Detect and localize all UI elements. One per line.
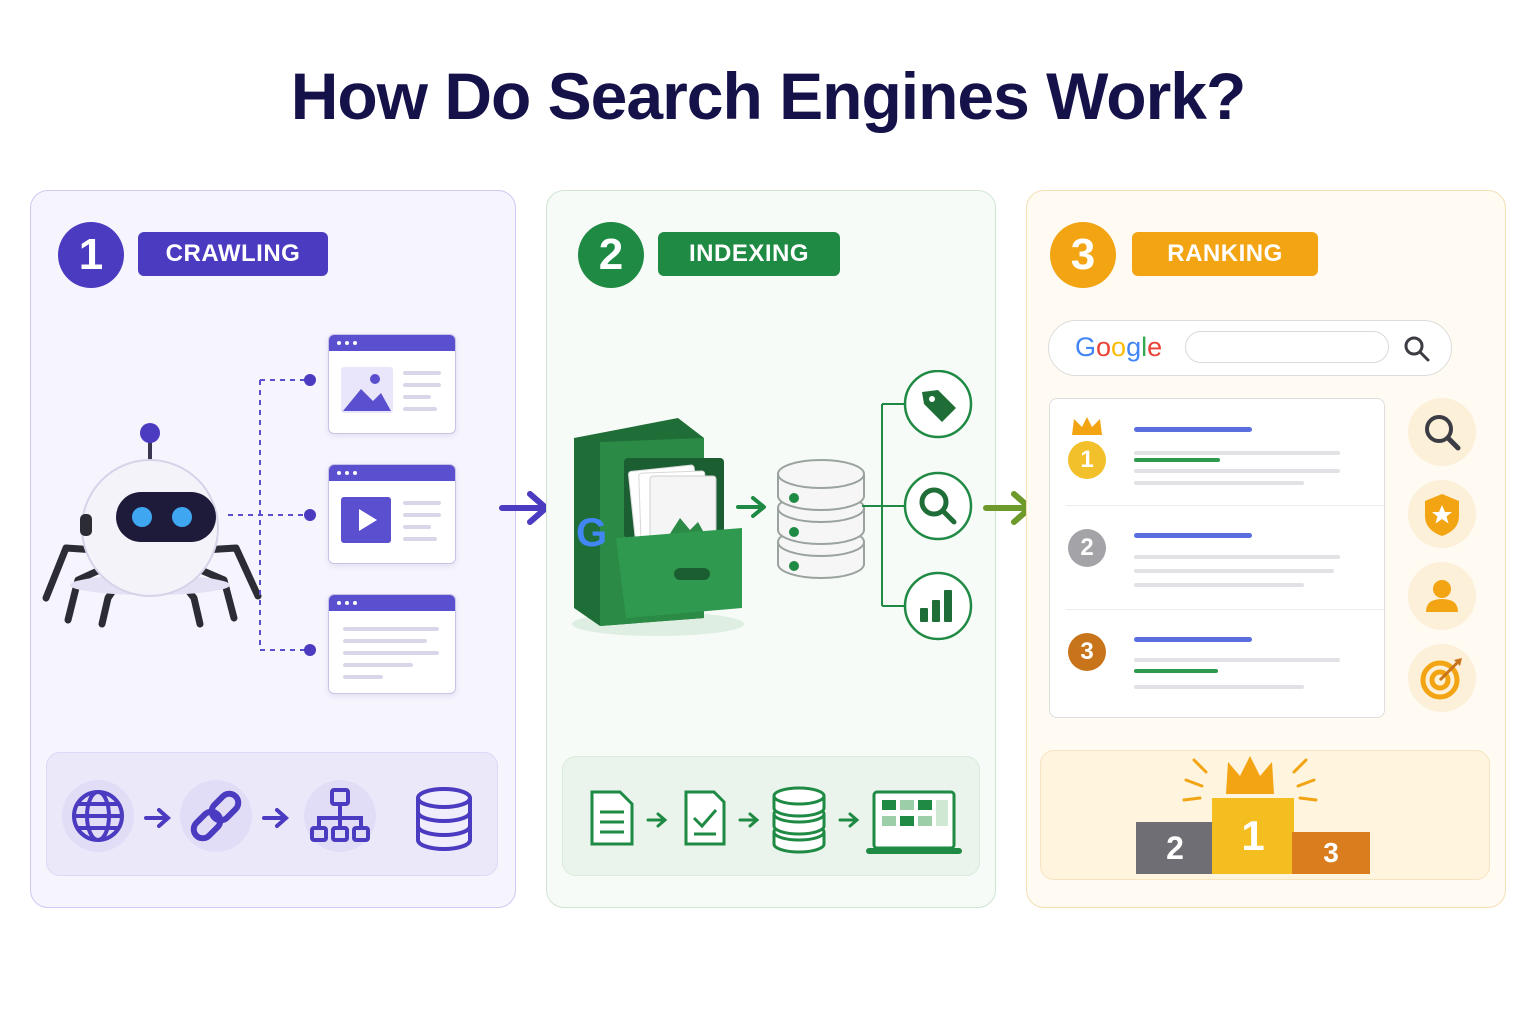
result-text-line — [1134, 658, 1340, 662]
result-url-line — [1134, 669, 1218, 673]
webpage-video-icon — [328, 464, 456, 564]
webpage-image-icon — [328, 334, 456, 434]
arrow-right-icon — [736, 496, 766, 518]
step-3-label: RANKING — [1132, 232, 1318, 276]
result-title-line — [1134, 533, 1252, 538]
database-icon — [777, 459, 865, 579]
step-2-number: 2 — [578, 222, 644, 288]
search-factor — [1408, 398, 1476, 466]
step-3-number: 3 — [1050, 222, 1116, 288]
result-text-line — [1134, 469, 1340, 473]
result-text-line — [1134, 583, 1304, 587]
indexing-process-icons — [590, 786, 962, 854]
crown-icon — [1072, 417, 1102, 435]
search-results-list: 1 2 3 — [1049, 398, 1385, 718]
google-logo: Google — [1075, 332, 1163, 362]
search-bar[interactable]: Google — [1048, 320, 1452, 376]
svg-text:G: G — [576, 511, 607, 555]
result-text-line — [1134, 569, 1334, 573]
result-text-line — [1134, 481, 1304, 485]
podium-third: 3 — [1292, 832, 1370, 874]
result-text-line — [1134, 555, 1340, 559]
step-1-number: 1 — [58, 222, 124, 288]
result-text-line — [1134, 685, 1304, 689]
target-icon — [1420, 658, 1462, 700]
result-rank-2: 2 — [1068, 529, 1106, 567]
step-2-label: INDEXING — [658, 232, 840, 276]
document-icon — [590, 790, 634, 846]
search-icon — [1425, 415, 1461, 451]
link-icon — [190, 790, 242, 842]
tag-icon — [922, 390, 956, 422]
index-branch-lines — [862, 370, 973, 641]
crown-icon — [1182, 756, 1318, 802]
crawling-process-icons — [62, 780, 472, 852]
database-icon — [416, 787, 472, 851]
robot-spider-icon — [42, 423, 262, 628]
search-icon — [919, 487, 957, 525]
laptop-icon — [866, 790, 962, 854]
crawl-connector-lines — [228, 374, 316, 656]
result-rank-3: 3 — [1068, 633, 1106, 671]
badge-star-icon — [1425, 494, 1459, 536]
user-icon — [1426, 580, 1458, 612]
database-icon — [772, 786, 826, 854]
checked-document-icon — [684, 790, 726, 846]
result-title-line — [1134, 637, 1252, 642]
page-title: How Do Search Engines Work? — [290, 59, 1247, 133]
step-1-label: CRAWLING — [138, 232, 328, 276]
authority-factor — [1408, 480, 1476, 548]
search-icon[interactable] — [1403, 335, 1431, 363]
result-url-line — [1134, 458, 1220, 462]
podium-second: 2 — [1136, 822, 1214, 874]
target-factor — [1408, 644, 1476, 712]
result-text-line — [1134, 451, 1340, 455]
result-title-line — [1134, 427, 1252, 432]
sitemap-icon — [310, 788, 370, 842]
bar-chart-icon — [920, 590, 952, 622]
filing-cabinet-icon: G — [572, 418, 744, 636]
user-factor — [1408, 562, 1476, 630]
globe-icon — [72, 790, 124, 842]
result-rank-1: 1 — [1068, 441, 1106, 479]
webpage-text-icon — [328, 594, 456, 694]
search-input[interactable] — [1185, 331, 1389, 363]
podium-first: 1 — [1212, 798, 1294, 874]
